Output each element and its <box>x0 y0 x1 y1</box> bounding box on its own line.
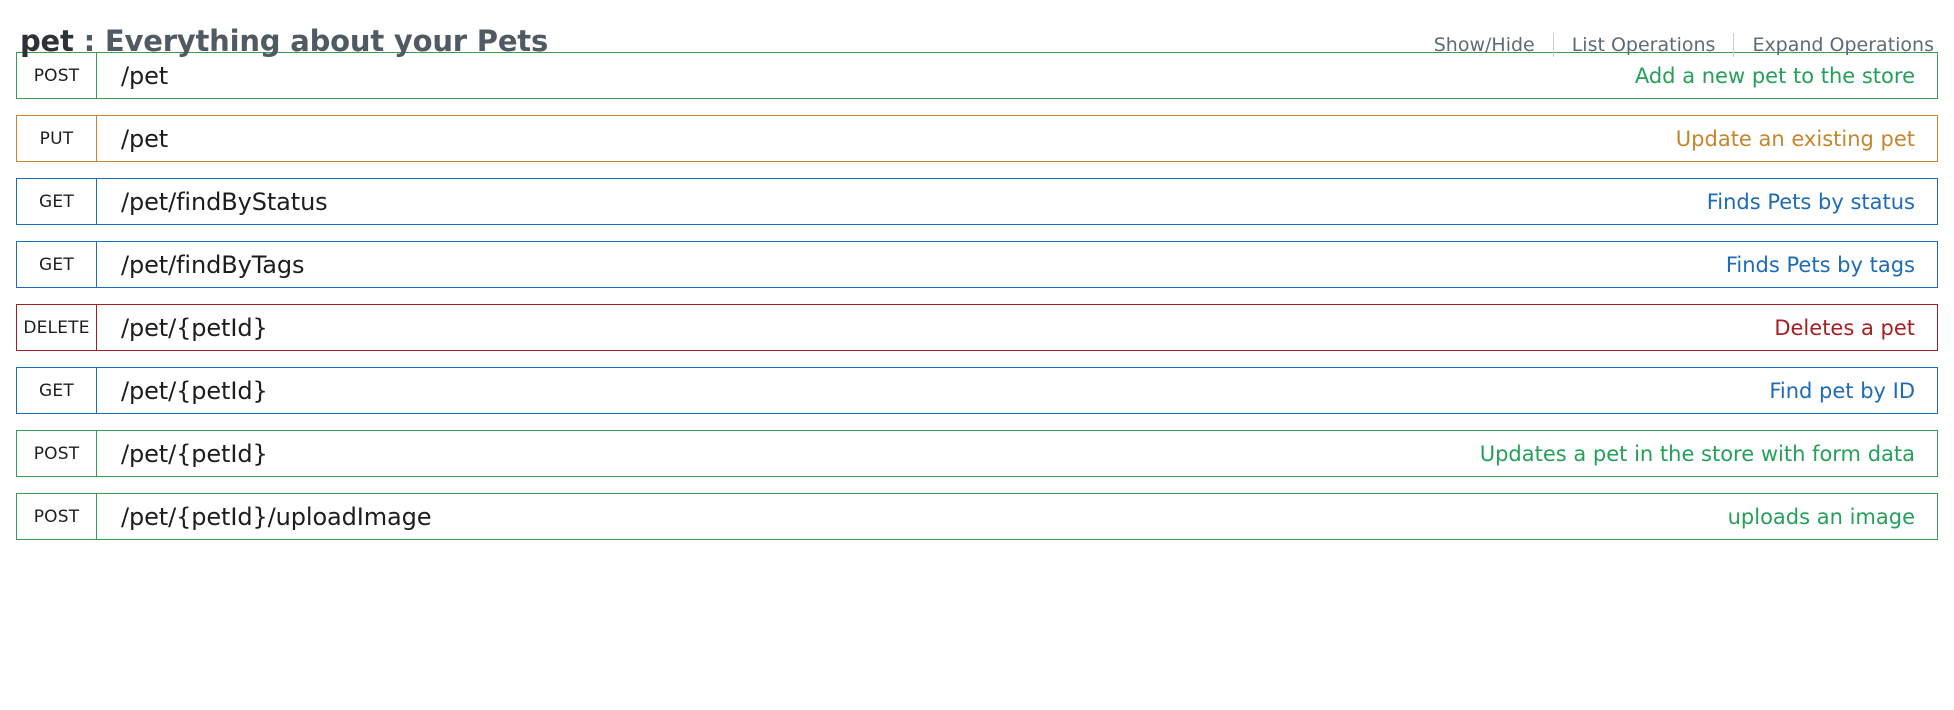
operation-summary: Update an existing pet <box>1675 126 1915 151</box>
operation-path: /pet/findByTags <box>121 250 305 279</box>
operation-path: /pet/findByStatus <box>121 187 328 216</box>
operation-row[interactable]: GET/pet/findByTags Finds Pets by tags <box>16 241 1938 288</box>
operation-summary: uploads an image <box>1727 504 1915 529</box>
operation-path: /pet/{petId} <box>121 313 268 342</box>
operation-method-badge: POST <box>17 494 97 539</box>
operation-method-badge: GET <box>17 179 97 224</box>
operation-row[interactable]: DELETE/pet/{petId} Deletes a pet <box>16 304 1938 351</box>
operation-summary: Add a new pet to the store <box>1634 63 1915 88</box>
resource-tag-description: Everything about your Pets <box>104 24 549 59</box>
operation-row[interactable]: GET/pet/findByStatus Finds Pets by status <box>16 178 1938 225</box>
operation-summary: Updates a pet in the store with form dat… <box>1479 441 1915 466</box>
operation-row[interactable]: GET/pet/{petId} Find pet by ID <box>16 367 1938 414</box>
show-hide-link[interactable]: Show/Hide <box>1433 34 1535 57</box>
operation-method-badge: DELETE <box>17 305 97 350</box>
resource-pet: pet : Everything about your Pets Show/Hi… <box>16 0 1938 540</box>
resource-tag-name: pet <box>20 24 74 59</box>
operation-method-badge: POST <box>17 431 97 476</box>
operation-row[interactable]: POST/pet/{petId}/uploadImage uploads an i… <box>16 493 1938 540</box>
operation-row[interactable]: POST/pet Add a new pet to the store <box>16 52 1938 99</box>
operation-method-badge: POST <box>17 53 97 98</box>
operation-path: /pet <box>121 61 169 90</box>
operation-method-badge: GET <box>17 368 97 413</box>
operation-path: /pet/{petId} <box>121 376 268 405</box>
resource-tag-separator: : <box>73 24 105 59</box>
operation-path: /pet <box>121 124 169 153</box>
expand-operations-link[interactable]: Expand Operations <box>1752 34 1934 57</box>
operation-summary: Finds Pets by status <box>1706 189 1915 214</box>
operation-row[interactable]: POST/pet/{petId} Updates a pet in the sto… <box>16 430 1938 477</box>
operation-path: /pet/{petId}/uploadImage <box>121 502 432 531</box>
list-operations-link[interactable]: List Operations <box>1571 34 1716 57</box>
operation-method-badge: GET <box>17 242 97 287</box>
operation-row[interactable]: PUT/pet Update an existing pet <box>16 115 1938 162</box>
options-divider <box>1552 33 1554 58</box>
operation-method-badge: PUT <box>17 116 97 161</box>
operation-summary: Finds Pets by tags <box>1725 252 1915 277</box>
operation-path: /pet/{petId} <box>121 439 268 468</box>
operation-summary: Find pet by ID <box>1769 378 1915 403</box>
options-divider <box>1733 33 1735 58</box>
page-title[interactable]: pet : Everything about your Pets <box>20 24 548 58</box>
heading-options: Show/Hide List Operations Expand Operati… <box>1416 33 1936 59</box>
operation-summary: Deletes a pet <box>1774 315 1915 340</box>
resource-heading: pet : Everything about your Pets Show/Hi… <box>16 0 1938 58</box>
